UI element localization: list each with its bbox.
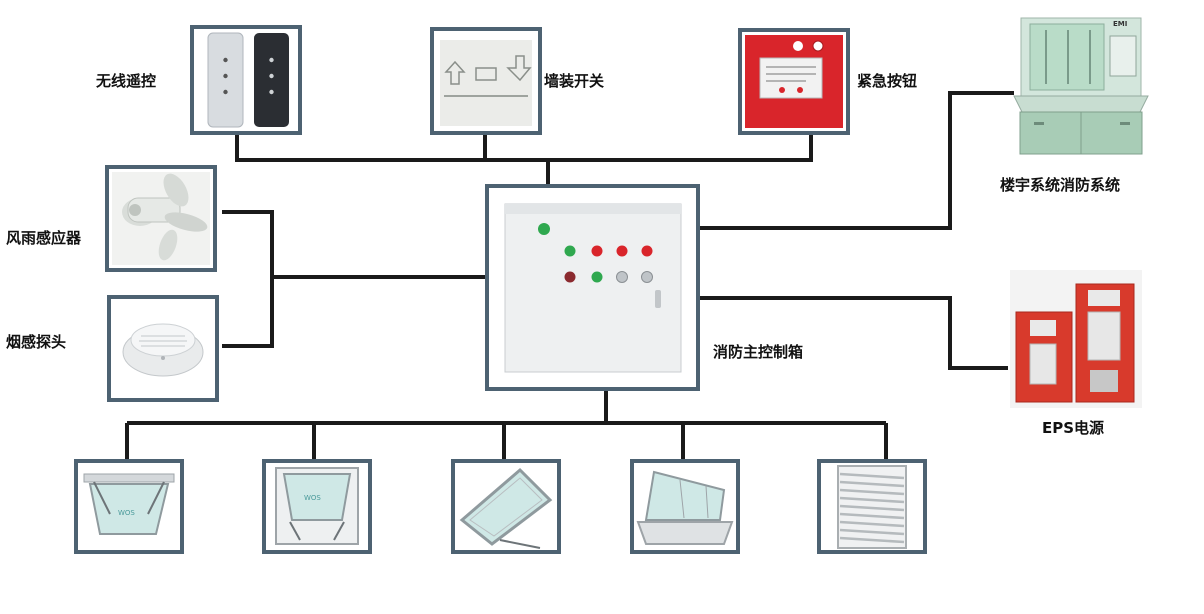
label-eps-power: EPS电源: [1042, 419, 1104, 437]
window-node-5: [817, 459, 927, 554]
wall-switch-icon: [440, 40, 532, 126]
roof-hatch-window-icon: [636, 470, 734, 545]
label-wireless-remote: 无线遥控: [95, 72, 156, 90]
window-node-1: WOS: [74, 459, 184, 554]
emergency-button-icon: [745, 35, 843, 128]
emergency-button-node: [738, 28, 850, 135]
wind-rain-sensor-node: [105, 165, 217, 272]
label-wall-switch: 墙装开关: [544, 72, 604, 90]
smoke-detector-icon: [122, 323, 204, 377]
control-cabinet-icon: [504, 203, 682, 373]
window-node-4: [630, 459, 740, 554]
top-hung-window-icon: WOS: [83, 473, 175, 535]
window-node-3: [451, 459, 561, 554]
window-node-2: WOS: [262, 459, 372, 554]
label-smoke-detector: 烟感探头: [6, 333, 66, 351]
wire-main-to-eps: [698, 296, 1008, 370]
label-building-fire-system: 楼宇系统消防系统: [1000, 176, 1120, 194]
wireless-remote-node: [190, 25, 302, 135]
svg-text:WOS: WOS: [118, 509, 135, 517]
connector-wires: [125, 91, 1014, 461]
main-control-box-node: [485, 184, 700, 391]
smoke-detector-node: [107, 295, 219, 402]
wind-rain-sensor-icon: [112, 172, 210, 265]
label-emergency-button: 紧急按钮: [857, 72, 917, 90]
remote-control-icon: [207, 32, 289, 128]
louver-window-icon: [837, 465, 907, 549]
wall-switch-node: [430, 27, 542, 135]
fire-control-console-icon: EMI: [1013, 17, 1149, 155]
wire-main-to-fire-system: [698, 91, 1014, 230]
bottom-hung-window-icon: WOS: [275, 467, 359, 545]
eps-power-cabinet-icon: [1010, 270, 1142, 408]
svg-text:EMI: EMI: [1113, 20, 1127, 28]
skylight-window-icon: [459, 467, 553, 549]
wire-top-bus: [235, 133, 813, 162]
svg-text:WOS: WOS: [304, 494, 321, 502]
label-wind-rain-sensor: 风雨感应器: [6, 229, 82, 247]
label-main-control-box: 消防主控制箱: [713, 343, 803, 361]
wire-left-sensors: [222, 210, 274, 348]
